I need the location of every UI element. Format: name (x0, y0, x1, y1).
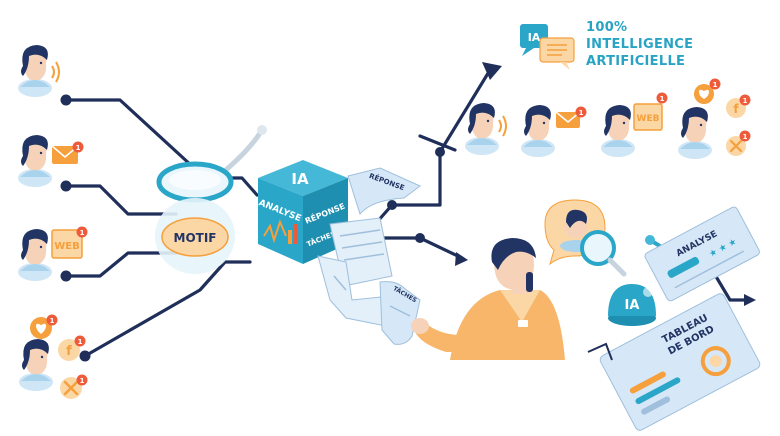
client-avatar (18, 135, 52, 187)
ai-cube: IA ANALYSE RÉPONSE TÂCHES (257, 160, 348, 264)
svg-text:MOTIF: MOTIF (174, 231, 217, 245)
heart-icon (694, 84, 714, 104)
svg-text:IA: IA (625, 298, 640, 313)
notification-badge (76, 374, 88, 386)
phone-signal-icon (498, 115, 507, 137)
connector-line (64, 251, 178, 278)
client-avatar (18, 229, 52, 281)
facebook-icon: f (58, 339, 80, 361)
client-avatar (465, 103, 499, 155)
email-icon (555, 111, 581, 128)
notification-badge (709, 78, 721, 90)
tools-icon (726, 136, 746, 156)
ai-chat-icon: IA (520, 24, 575, 70)
notification-badge (76, 226, 88, 238)
connector-line (418, 134, 457, 152)
header-line-1: 100% (586, 20, 628, 35)
agent-figure (411, 238, 565, 360)
svg-text:f: f (733, 102, 739, 116)
ai-dome: IA (608, 284, 656, 326)
client-avatar (19, 339, 53, 391)
notification-badge (72, 141, 84, 153)
header-line-2: INTELLIGENCE (586, 37, 694, 52)
heart-icon (30, 317, 52, 339)
notification-badge (739, 130, 751, 142)
client-avatar (601, 105, 635, 157)
client-avatar (678, 107, 712, 159)
motif-node: MOTIF (161, 217, 229, 257)
svg-text:f: f (66, 344, 72, 359)
analyse-card: ANALYSE ★ ★ ★ (644, 206, 760, 302)
notification-badge (656, 92, 668, 104)
connector-line (328, 68, 492, 232)
svg-text:IA: IA (528, 31, 541, 44)
svg-text:WEB: WEB (637, 114, 660, 124)
header-line-3: ARTIFICIELLE (586, 54, 686, 69)
connector-line (83, 260, 252, 358)
web-icon: WEB (51, 229, 83, 259)
notification-badge (575, 106, 587, 118)
insight-bubble (544, 199, 627, 277)
notification-badge (739, 94, 751, 106)
svg-text:IA: IA (291, 170, 309, 188)
paper-scroll-taches: TÂCHES (317, 255, 421, 345)
notification-badge (46, 314, 58, 326)
web-icon: WEB (633, 103, 663, 131)
notification-badge (74, 335, 86, 347)
client-avatar (18, 45, 52, 97)
connector-line (64, 184, 178, 216)
client-avatar (521, 105, 555, 157)
tools-icon (60, 377, 82, 399)
svg-text:WEB: WEB (54, 241, 79, 252)
phone-signal-icon (51, 61, 60, 83)
